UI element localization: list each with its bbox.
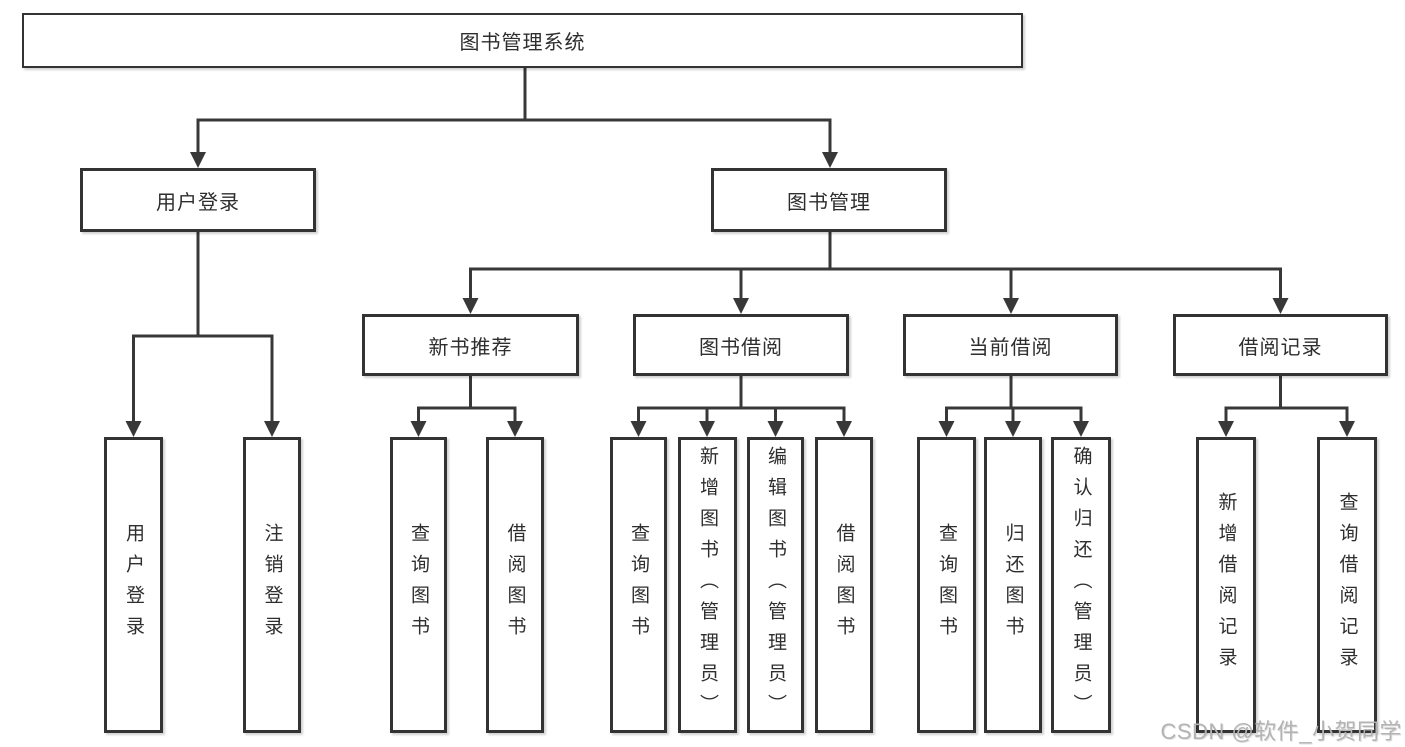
arrow-down-icon [630,421,647,437]
arrow-down-icon [733,298,749,314]
arrow-down-icon [410,421,427,437]
leaf-newrec-borrow-books: 借阅图书 [486,437,544,733]
arrow-down-icon [1003,298,1019,314]
arrow-down-icon [822,152,838,168]
leaf-current-return-books: 归还图书 [984,437,1042,733]
leaf-borrow-borrow-books: 借阅图书 [815,437,873,733]
node-borrow-records-label: 借阅记录 [1238,336,1323,359]
arrow-down-icon [1272,298,1289,314]
arrow-down-icon [1073,421,1089,437]
connector-user-login-children [125,230,280,437]
connector-root-to-level2 [190,66,838,168]
leaf-records-add-record-label: 新增借阅记录 [1215,492,1237,678]
leaf-newrec-borrow-books-label: 借阅图书 [504,523,526,647]
arrow-down-icon [699,421,715,437]
leaf-newrec-query-books-label: 查询图书 [408,523,429,647]
arrow-down-icon [938,421,955,437]
leaf-current-return-books-label: 归还图书 [1002,523,1024,647]
arrow-down-icon [1005,421,1021,437]
node-root: 图书管理系统 [22,13,1023,68]
node-user-login: 用户登录 [80,168,316,232]
leaf-logout: 注销登录 [243,437,301,733]
node-new-book-recommend-label: 新书推荐 [428,336,513,359]
arrow-down-icon [767,421,784,437]
arrow-down-icon [1339,421,1355,437]
leaf-records-query-record-label: 查询借阅记录 [1336,492,1358,678]
node-new-book-recommend: 新书推荐 [362,314,579,376]
leaf-records-add-record: 新增借阅记录 [1196,437,1256,733]
leaf-current-confirm-return-admin-label: 确认归还（管理员） [1070,445,1092,725]
leaf-logout-label: 注销登录 [261,523,283,647]
node-root-label: 图书管理系统 [459,32,586,54]
connector-current-borrow-children [938,374,1089,437]
arrow-down-icon [190,152,206,168]
leaf-borrow-query-books-label: 查询图书 [628,523,649,647]
node-user-login-label: 用户登录 [156,191,240,214]
arrow-down-icon [462,298,479,314]
node-book-management-label: 图书管理 [787,191,871,214]
leaf-borrow-add-books-admin: 新增图书（管理员） [678,437,737,733]
arrow-down-icon [507,421,523,437]
node-book-borrow: 图书借阅 [633,314,849,376]
arrow-down-icon [125,421,142,437]
node-book-management: 图书管理 [711,168,947,232]
leaf-borrow-query-books: 查询图书 [610,437,667,733]
leaf-current-query-books-label: 查询图书 [936,523,957,647]
node-current-borrow: 当前借阅 [903,314,1118,376]
connector-borrow-records-children [1218,374,1355,437]
connector-new-book-children [410,374,523,437]
leaf-user-login-label: 用户登录 [123,523,144,647]
node-current-borrow-label: 当前借阅 [968,336,1053,359]
connector-book-borrow-children [630,374,852,437]
leaf-current-query-books: 查询图书 [917,437,976,733]
leaf-current-confirm-return-admin: 确认归还（管理员） [1051,437,1111,733]
leaf-records-query-record: 查询借阅记录 [1317,437,1377,733]
arrow-down-icon [1218,421,1234,437]
leaf-borrow-add-books-admin-label: 新增图书（管理员） [697,445,718,725]
leaf-newrec-query-books: 查询图书 [390,437,447,733]
leaf-borrow-borrow-books-label: 借阅图书 [833,523,855,647]
leaf-borrow-edit-books-admin: 编辑图书（管理员） [747,437,804,733]
leaf-user-login: 用户登录 [104,437,163,733]
arrow-down-icon [264,421,280,437]
node-book-borrow-label: 图书借阅 [699,336,783,359]
csdn-watermark: CSDN @软件_小贺同学 [1160,719,1402,744]
leaf-borrow-edit-books-admin-label: 编辑图书（管理员） [765,445,786,725]
node-borrow-records: 借阅记录 [1173,314,1388,376]
arrow-down-icon [836,421,852,437]
connector-book-mgmt-children [462,230,1289,314]
